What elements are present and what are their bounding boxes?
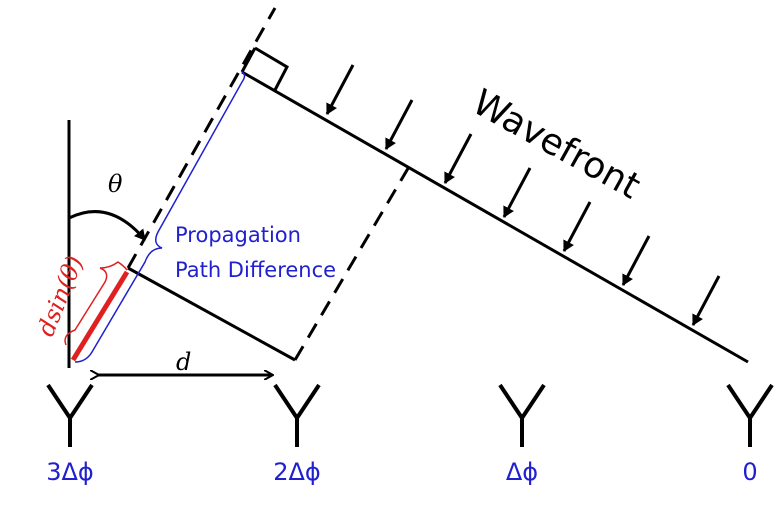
propagation-ray-dashed: [126, 7, 277, 269]
arrow-icon: [325, 64, 355, 115]
antenna-phase-label: 0: [742, 458, 757, 486]
propagation-ray-dashed-2: [293, 164, 412, 361]
theta-label: θ: [108, 170, 123, 198]
dsin-segment: [70, 270, 130, 362]
spacing-d-label: d: [176, 348, 191, 376]
arrow-icon: [384, 99, 414, 150]
path-difference-label-line2: Path Difference: [175, 258, 336, 282]
antenna-icon: [498, 383, 546, 422]
antenna-array: [46, 383, 774, 447]
path-difference-label-line1: Propagation: [175, 223, 301, 247]
wavefront-label: Wavefront: [466, 82, 647, 207]
antenna-icon: [726, 383, 774, 422]
path-difference-brace: [74, 71, 246, 363]
wavefront-line: [241, 70, 749, 364]
right-angle-side: [240, 47, 257, 73]
arrow-icon: [443, 133, 473, 184]
arrow-icon: [502, 167, 532, 218]
parallel-wavefront-line: [127, 266, 296, 362]
antenna-phase-label: Δϕ: [506, 458, 538, 486]
arrow-icon: [621, 235, 651, 286]
arrow-icon: [691, 275, 721, 326]
arrow-icon: [562, 201, 592, 252]
antenna-icon: [46, 383, 94, 422]
dsin-brace: [64, 261, 128, 346]
antenna-phase-label: 2Δϕ: [273, 458, 321, 486]
dsin-theta-label: dsin(θ): [32, 252, 89, 340]
incoming-wave-arrows: [325, 64, 721, 326]
right-angle-marker: [254, 46, 289, 91]
antenna-phase-label: 3Δϕ: [46, 458, 94, 486]
theta-angle-arc: [68, 210, 147, 241]
antenna-icon: [273, 383, 321, 422]
